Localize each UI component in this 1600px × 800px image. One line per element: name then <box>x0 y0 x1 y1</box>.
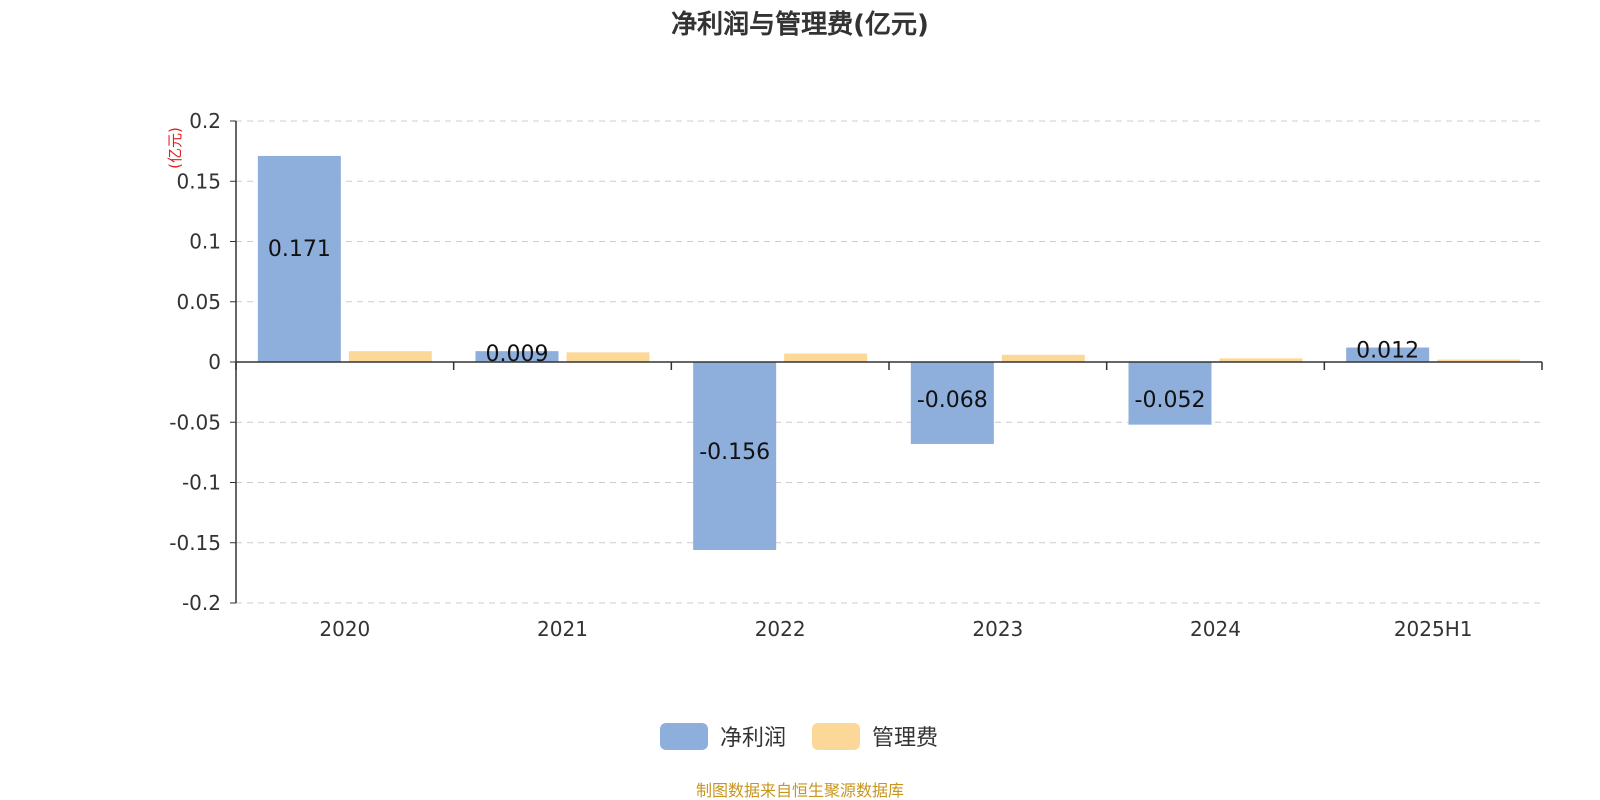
data-label: 0.009 <box>486 342 549 367</box>
y-axis-label: (亿元) <box>166 127 184 169</box>
y-tick-label: 0.1 <box>189 230 221 254</box>
y-tick-label: -0.15 <box>169 531 221 555</box>
y-ticks: 0.2 0.15 0.1 0.05 0 -0.05 -0.1 -0.15 -0.2 <box>169 109 236 615</box>
data-label: 0.012 <box>1356 339 1419 364</box>
data-label: 0.171 <box>268 237 331 262</box>
y-tick-label: 0.05 <box>176 290 221 314</box>
x-tick-label: 2021 <box>537 617 588 641</box>
legend-swatch <box>660 723 708 750</box>
bar-net-profit <box>475 351 559 362</box>
legend: 净利润 管理费 <box>660 723 938 751</box>
bar-net-profit <box>257 155 341 362</box>
grid-lines <box>236 120 1542 604</box>
y-tick-label: -0.2 <box>182 591 221 615</box>
legend-label: 管理费 <box>872 726 938 751</box>
legend-swatch <box>812 723 860 750</box>
y-tick-label: 0.2 <box>189 109 221 133</box>
bar-net-profit <box>693 362 777 550</box>
x-ticks: 2020 2021 2022 2023 2024 2025H1 <box>319 617 1472 641</box>
source-note: 制图数据来自恒生聚源数据库 <box>696 781 904 800</box>
y-tick-label: 0 <box>208 350 221 374</box>
x-tick-label: 2022 <box>755 617 806 641</box>
y-tick-label: -0.05 <box>169 410 221 434</box>
data-label: -0.156 <box>699 440 770 465</box>
y-tick-label: -0.1 <box>182 471 221 495</box>
bar-admin-expense <box>348 351 432 362</box>
y-tick-label: 0.15 <box>176 169 221 193</box>
x-tick-label: 2020 <box>319 617 370 641</box>
bar-net-profit <box>1346 347 1430 362</box>
bar-net-profit <box>1128 362 1212 425</box>
data-label: -0.068 <box>917 388 988 413</box>
bar-admin-expense <box>566 352 650 362</box>
x-tick-label: 2024 <box>1190 617 1241 641</box>
x-tick-label: 2025H1 <box>1394 617 1473 641</box>
x-tick-label: 2023 <box>972 617 1023 641</box>
bars <box>257 155 1521 550</box>
data-label: -0.052 <box>1135 388 1206 413</box>
bar-admin-expense <box>1437 359 1521 362</box>
axes <box>235 121 1543 603</box>
legend-label: 净利润 <box>720 726 786 751</box>
bar-admin-expense <box>784 353 868 362</box>
data-labels: 0.171 0.009 -0.156 -0.068 -0.052 0.012 <box>268 237 1419 465</box>
bar-net-profit <box>910 362 994 444</box>
bar-admin-expense <box>1219 358 1303 362</box>
bar-admin-expense <box>1001 354 1085 362</box>
chart-title: 净利润与管理费(亿元) <box>671 9 929 40</box>
